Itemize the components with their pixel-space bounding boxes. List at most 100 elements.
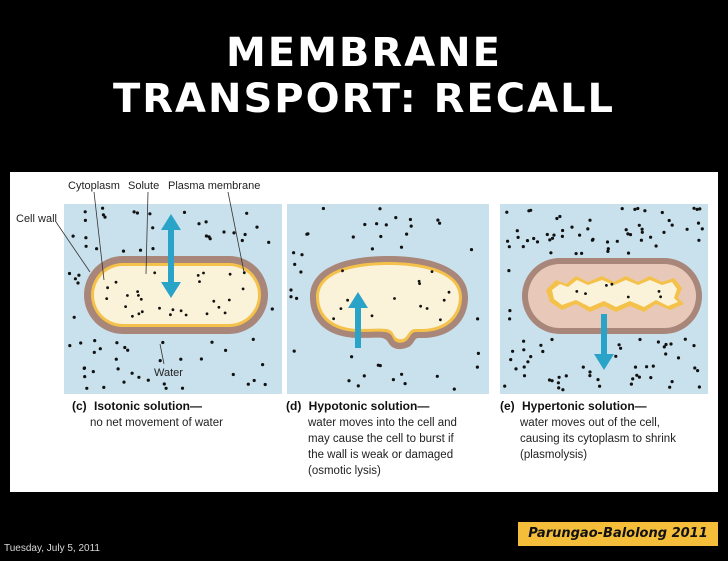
solute-dot: [558, 214, 562, 219]
solute-dot: [243, 232, 247, 237]
hypotonic-cell: [310, 256, 468, 350]
solute-dot: [417, 279, 421, 283]
solute-dot: [447, 290, 451, 294]
solute-dot: [425, 307, 429, 310]
date-stamp: Tuesday, July 5, 2011: [4, 543, 100, 554]
solute-dot: [400, 372, 404, 376]
solute-dot: [550, 379, 554, 383]
solute-dot: [693, 366, 697, 370]
solute-dot: [138, 248, 143, 252]
solute-dot: [668, 385, 672, 389]
solute-dot: [394, 216, 398, 220]
caption-title: Hypotonic solution—: [309, 399, 430, 413]
solute-dot: [409, 224, 413, 228]
solute-dot: [620, 207, 624, 211]
solute-dot: [588, 370, 592, 374]
hypertonic-outflow-arrow: [594, 314, 614, 370]
solute-dot: [605, 284, 608, 287]
solute-dot: [643, 209, 647, 213]
solute-dot: [293, 262, 297, 266]
solute-dot: [393, 297, 396, 300]
solute-dot: [222, 230, 226, 234]
solute-dot: [356, 384, 360, 388]
solute-dot: [140, 310, 144, 314]
solute-dot: [124, 305, 127, 308]
solute-dot: [153, 271, 157, 275]
solute-dot: [637, 375, 642, 379]
solute-dot: [547, 378, 552, 382]
solute-dot: [508, 317, 512, 321]
solute-dot: [101, 206, 105, 210]
solute-dot: [697, 238, 701, 242]
solute-dot: [539, 343, 543, 347]
solute-dot: [403, 382, 407, 386]
water-label: Water: [154, 367, 183, 379]
solute-dot: [469, 248, 474, 252]
svg-text:(c) Isotonic solution—: (c) Isotonic solution—: [72, 399, 202, 413]
hypertonic-cell: [522, 258, 702, 334]
solute-dot: [122, 380, 126, 384]
solute-dot: [82, 366, 86, 370]
label-leaders: [55, 191, 245, 365]
solute-dot: [241, 287, 245, 291]
caption-line: water moves out of the cell,: [519, 417, 660, 429]
isotonic-double-arrow: [161, 214, 181, 298]
solute-dot: [503, 384, 507, 388]
solute-dot: [299, 270, 303, 274]
solute-dot: [505, 210, 509, 214]
solute-dot: [131, 314, 134, 318]
solute-dot: [550, 236, 555, 240]
solute-dot: [158, 306, 161, 310]
solute-dot: [526, 360, 530, 364]
solute-dot: [580, 251, 584, 255]
solute-dots: [67, 206, 704, 392]
solute-dot: [662, 230, 666, 234]
solute-dot: [649, 235, 653, 239]
solute-dot: [511, 349, 515, 353]
solute-dot: [137, 375, 141, 379]
solute-dot: [101, 213, 105, 217]
solute-dot: [384, 223, 388, 227]
solute-dot: [197, 222, 201, 226]
caption-letter: (c): [72, 399, 87, 413]
solute-dot: [289, 288, 293, 292]
solute-dot: [289, 295, 293, 299]
solute-dot: [438, 221, 442, 225]
solute-dot: [514, 367, 518, 371]
solute-dot: [305, 232, 309, 236]
solute-dot: [84, 236, 88, 240]
solute-dot: [231, 372, 235, 377]
solute-dot: [300, 253, 304, 257]
solute-dot: [93, 339, 97, 343]
solute-dot: [224, 348, 228, 352]
solute-dot: [692, 344, 696, 348]
solute-dot: [588, 218, 592, 222]
solute-dot: [660, 210, 664, 215]
solute-dot: [527, 209, 531, 213]
solute-dot: [83, 210, 87, 214]
solute-dot: [507, 245, 511, 249]
cytoplasm-shape: [319, 265, 459, 340]
solute-dot: [626, 295, 630, 299]
solute-dot: [436, 218, 440, 222]
solute-dot: [135, 211, 139, 215]
solute-dot: [476, 317, 480, 321]
caption-letter: (e): [500, 399, 515, 413]
solute-dot: [654, 244, 658, 248]
solute-dot: [347, 379, 351, 383]
solute-dot: [515, 229, 519, 233]
solute-dot: [114, 357, 118, 361]
solute-dot: [103, 215, 107, 219]
solute-dot: [196, 274, 200, 277]
solute-dot: [179, 309, 183, 313]
solute-dot: [139, 297, 143, 301]
caption-title: Hypertonic solution—: [522, 399, 647, 413]
solute-dot: [146, 378, 150, 382]
isotonic-cell: [84, 256, 268, 334]
solute-dot: [137, 312, 141, 316]
solute-dot: [240, 238, 244, 243]
solute-dot: [114, 280, 118, 284]
solute-dot: [339, 307, 343, 310]
solute-dot: [91, 370, 95, 374]
solute-dot: [581, 365, 585, 369]
